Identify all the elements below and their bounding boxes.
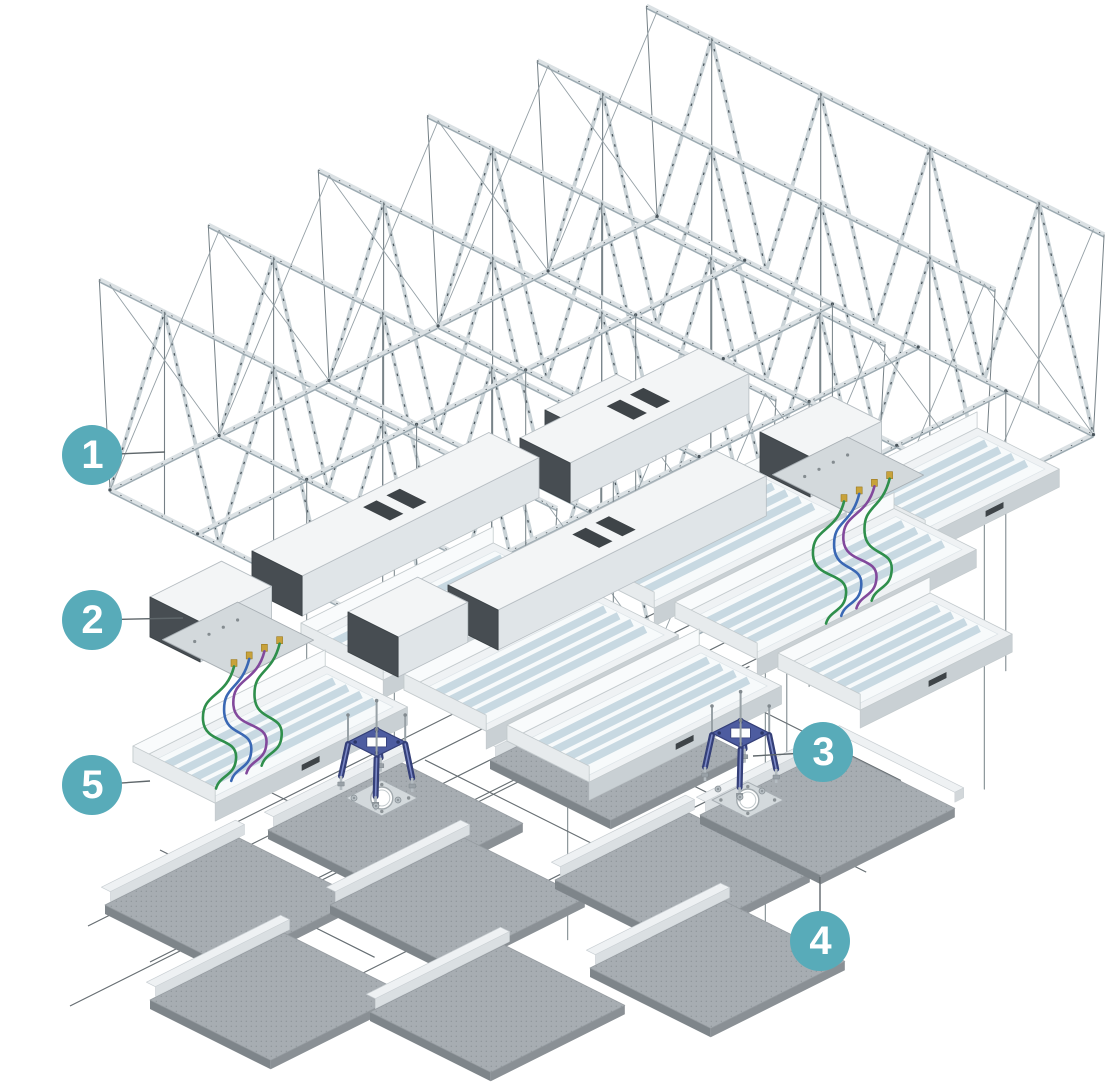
callout-number: 4	[809, 919, 831, 963]
callout-badge-2: 2	[62, 590, 122, 650]
callout-number: 5	[81, 763, 103, 807]
mounting-plates	[345, 779, 784, 819]
callout-badge-1: 1	[62, 425, 122, 485]
callout-number: 2	[81, 598, 103, 642]
adjustable-brackets	[337, 689, 780, 811]
callout-number: 3	[812, 730, 834, 774]
callout-badge-4: 4	[790, 911, 850, 971]
callout-badge-5: 5	[62, 755, 122, 815]
duct-layer	[149, 348, 925, 790]
callout-badge-3: 3	[793, 722, 853, 782]
callout-number: 1	[81, 433, 103, 477]
